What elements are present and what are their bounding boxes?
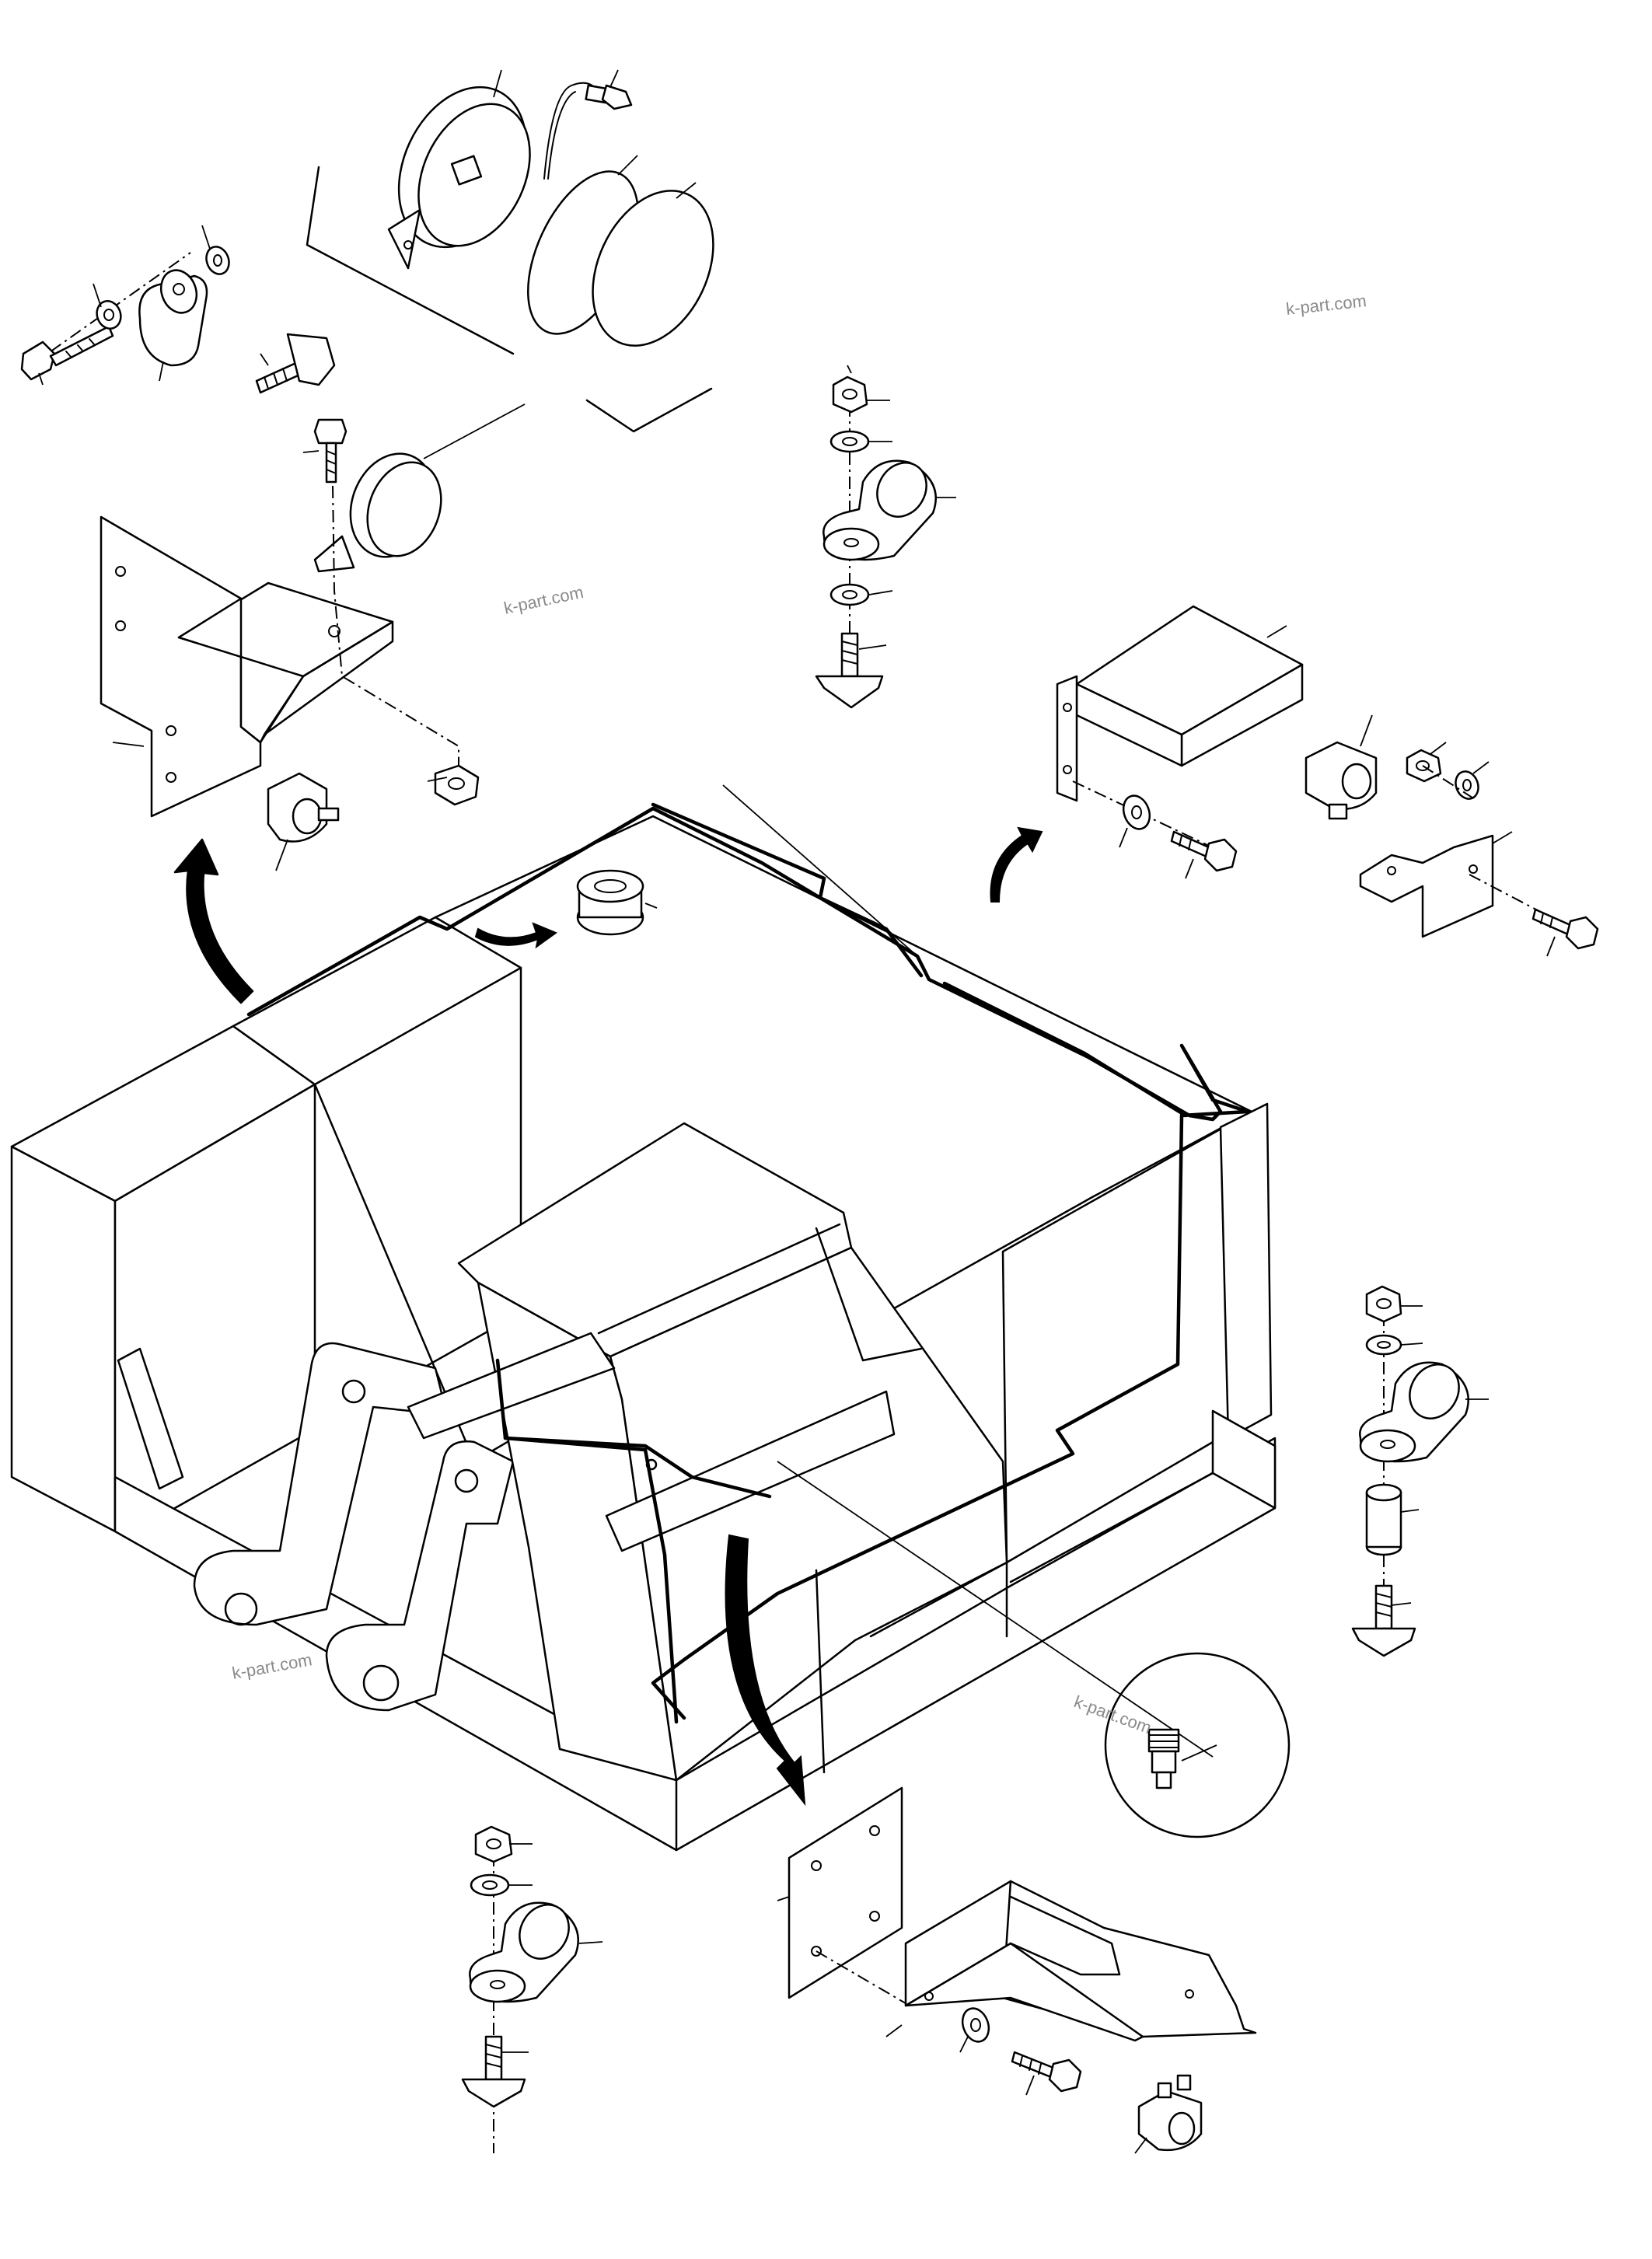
direction-arrows: [173, 826, 1043, 1807]
watermark-lower-right: k-part.com: [1071, 1692, 1154, 1737]
bottom-bracket-group: [777, 1786, 1257, 2154]
clamp-stack-top-center: [815, 365, 956, 709]
watermark-lower-left: k-part.com: [231, 1650, 314, 1683]
t-bolt-upper-left: [255, 333, 336, 394]
horn-exploded-group: [306, 69, 714, 433]
right-control-box-group: [1056, 605, 1599, 957]
clamp-stack-bottom: [461, 1825, 603, 2153]
watermark-top-right: k-part.com: [1285, 291, 1367, 319]
left-horn-bracket-group: [100, 403, 526, 871]
clamp-set-top-left: [20, 225, 230, 386]
machine-frame-body: [10, 784, 1277, 1852]
detail-circle-fitting: [1104, 1652, 1291, 1838]
grommet-top-center: [576, 869, 658, 936]
watermark-upper-middle: k-part.com: [502, 582, 585, 618]
clamp-stack-right: [1351, 1285, 1489, 1657]
